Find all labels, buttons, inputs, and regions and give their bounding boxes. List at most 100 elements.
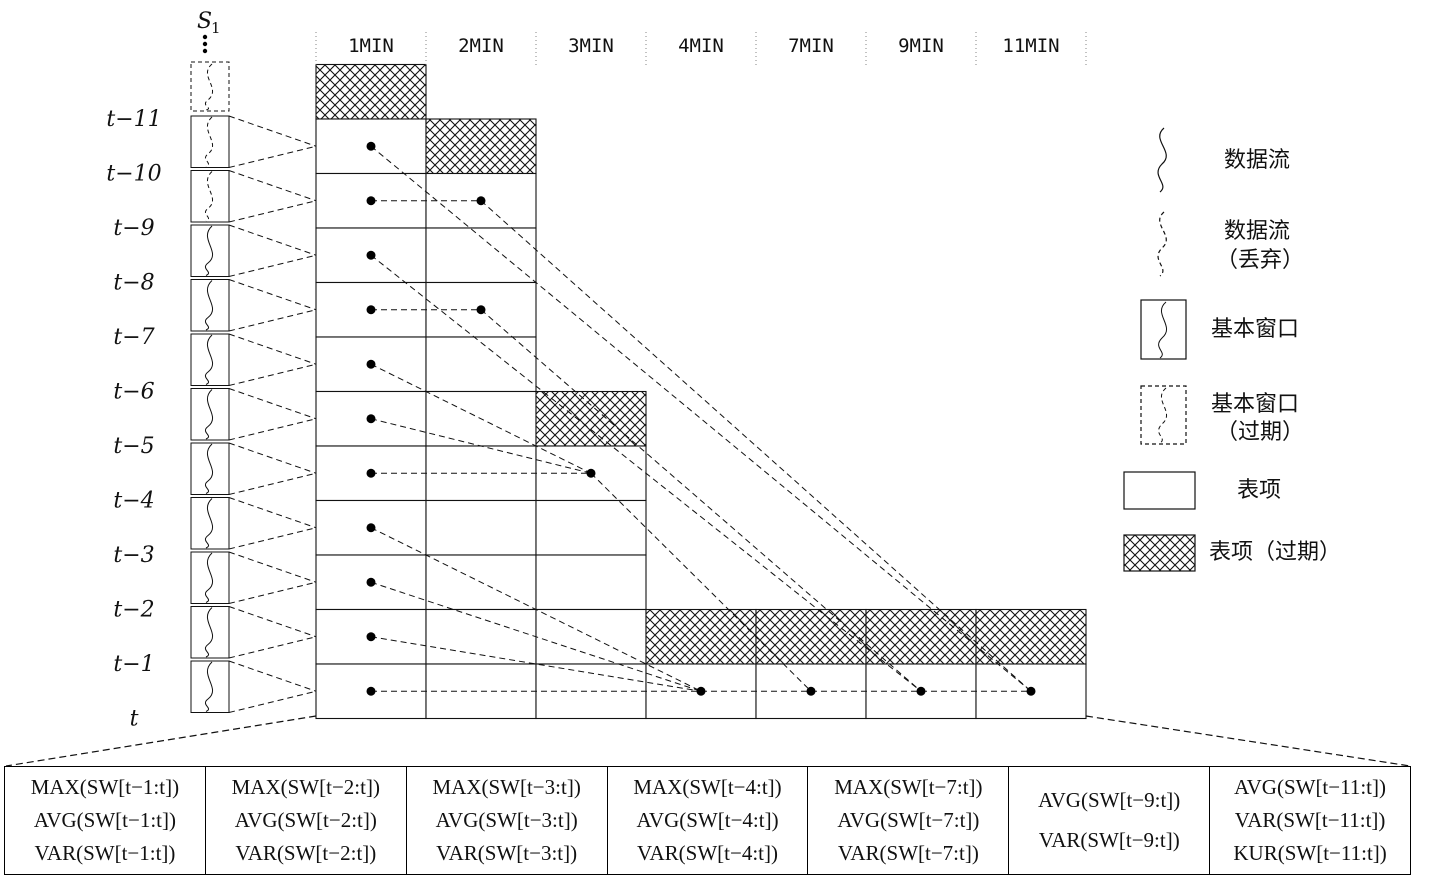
aggregation-link <box>480 200 1032 692</box>
legend: 数据流 数据流 （丢弃） 基本窗口 基本窗口 （过期） 表项 表项（过期） <box>1123 127 1341 572</box>
basic-window <box>190 551 230 604</box>
aggregate-function: VAR(SW[t−4:t]) <box>637 841 778 865</box>
row-labels: t−11t−10t−9t−8t−7t−6t−5t−4t−3t−2t−1t <box>106 107 161 732</box>
entry-cell <box>425 227 537 284</box>
aggregate-function: AVG(SW[t−2:t]) <box>234 808 377 832</box>
aggregate-function: MAX(SW[t−4:t]) <box>633 775 782 799</box>
row-label: t−1 <box>113 652 154 677</box>
row-label: t <box>130 707 139 732</box>
row-label: t−2 <box>113 598 154 623</box>
aggregate-function: AVG(SW[t−1:t]) <box>33 808 176 832</box>
table-fan-left <box>5 715 317 767</box>
aggregate-function: VAR(SW[t−7:t]) <box>837 841 979 865</box>
aggregation-node <box>366 632 376 642</box>
expired-entry-cell <box>425 118 537 175</box>
basic-window <box>190 224 230 277</box>
basic-window <box>190 115 230 168</box>
legend-entry-expired-label: 表项（过期） <box>1209 540 1341 565</box>
legend-stream-dropped-note: （丢弃） <box>1216 248 1304 273</box>
aggregation-node <box>366 196 376 206</box>
legend-entry-expired-icon <box>1123 534 1196 572</box>
aggregation-node <box>366 141 376 151</box>
stream-label-subscript: 1 <box>211 19 221 37</box>
entry-cell <box>425 499 537 556</box>
aggregation-link <box>370 254 922 692</box>
aggregation-node <box>366 305 376 315</box>
aggregation-node <box>366 250 376 260</box>
aggregate-cell: MAX(SW[t−1:t])AVG(SW[t−1:t])VAR(SW[t−1:t… <box>5 767 206 874</box>
entry-cell <box>425 336 537 393</box>
aggregate-function: VAR(SW[t−2:t]) <box>235 841 377 865</box>
aggregation-node <box>696 686 706 696</box>
row-label: t−5 <box>113 434 154 459</box>
expired-entry-cell <box>865 608 977 665</box>
legend-window-expired-label: 基本窗口 <box>1211 392 1299 417</box>
aggregate-function: KUR(SW[t−11:t]) <box>1233 841 1387 865</box>
entry-cell <box>535 554 647 611</box>
aggregate-table: MAX(SW[t−1:t])AVG(SW[t−1:t])VAR(SW[t−1:t… <box>4 766 1411 875</box>
aggregate-function: VAR(SW[t−11:t]) <box>1234 808 1386 832</box>
column-header: 3MIN <box>568 35 614 57</box>
aggregate-cell: MAX(SW[t−4:t]) AVG(SW[t−4:t]) VAR(SW[t−4:t… <box>608 767 809 874</box>
legend-window-expired-note: （过期） <box>1216 420 1304 445</box>
basic-window <box>190 279 230 332</box>
expired-basic-window <box>190 61 230 112</box>
aggregation-link <box>480 309 922 692</box>
stream-ellipsis <box>202 34 208 54</box>
column-header: 2MIN <box>458 35 504 57</box>
aggregation-link <box>370 527 702 692</box>
row-label: t−7 <box>113 325 154 350</box>
aggregation-node <box>366 523 376 533</box>
legend-stream-dropped-icon <box>1157 211 1167 277</box>
aggregation-link <box>370 145 1032 692</box>
basic-window-stack <box>190 61 230 713</box>
aggregate-function: VAR(SW[t−9:t]) <box>1038 828 1180 852</box>
aggregation-node <box>366 686 376 696</box>
aggregation-node <box>916 686 926 696</box>
aggregate-cell: MAX(SW[t−7:t])AVG(SW[t−7:t])VAR(SW[t−7:t… <box>808 767 1010 874</box>
aggregate-function: AVG(SW[t−4:t]) <box>636 808 779 832</box>
aggregate-function: MAX(SW[t−3:t]) <box>432 775 581 799</box>
aggregate-function: MAX(SW[t−2:t]) <box>231 775 380 799</box>
expired-entry-cell <box>645 608 757 665</box>
aggregate-function: MAX(SW[t−7:t]) <box>834 775 983 799</box>
aggregation-node <box>366 468 376 478</box>
entry-grid <box>315 63 1087 720</box>
aggregation-node <box>476 196 486 206</box>
row-label: t−11 <box>106 107 161 132</box>
legend-stream-label: 数据流 <box>1224 148 1290 173</box>
column-header: 9MIN <box>898 35 944 57</box>
aggregation-node <box>366 577 376 587</box>
row-label: t−9 <box>113 216 154 241</box>
legend-window-icon <box>1140 299 1187 360</box>
window-to-entry-connectors <box>228 115 317 713</box>
column-header: 11MIN <box>1002 35 1059 57</box>
row-label: t−8 <box>113 271 154 296</box>
basic-window <box>190 497 230 550</box>
aggregate-cell: AVG(SW[t−11:t]) VAR(SW[t−11:t]) KUR(SW[t−1… <box>1210 767 1410 874</box>
aggregation-node <box>366 359 376 369</box>
legend-stream-icon <box>1157 127 1167 193</box>
aggregation-link <box>370 636 702 692</box>
aggregate-cell: AVG(SW[t−9:t])VAR(SW[t−9:t]) <box>1009 767 1211 874</box>
legend-stream-dropped-label: 数据流 <box>1224 219 1290 244</box>
aggregation-node <box>806 686 816 696</box>
row-label: t−4 <box>113 489 154 514</box>
aggregate-function: VAR(SW[t−1:t]) <box>34 841 176 865</box>
aggregate-function: VAR(SW[t−3:t]) <box>436 841 578 865</box>
aggregate-cell: MAX(SW[t−2:t]) AVG(SW[t−2:t]) VAR(SW[t−2:t… <box>206 767 407 874</box>
legend-window-expired-icon <box>1140 385 1187 445</box>
aggregation-node <box>366 414 376 424</box>
aggregate-function: AVG(SW[t−11:t]) <box>1234 775 1386 799</box>
basic-window <box>190 606 230 659</box>
aggregation-links <box>366 141 1036 696</box>
aggregate-cell: MAX(SW[t−3:t])AVG(SW[t−3:t])VAR(SW[t−3:t… <box>407 767 608 874</box>
aggregation-node <box>1026 686 1036 696</box>
row-label: t−10 <box>106 162 161 187</box>
entry-cell <box>535 499 647 556</box>
entry-cell <box>425 608 537 665</box>
aggregation-link <box>370 581 702 692</box>
expired-entry-cell <box>315 63 427 120</box>
